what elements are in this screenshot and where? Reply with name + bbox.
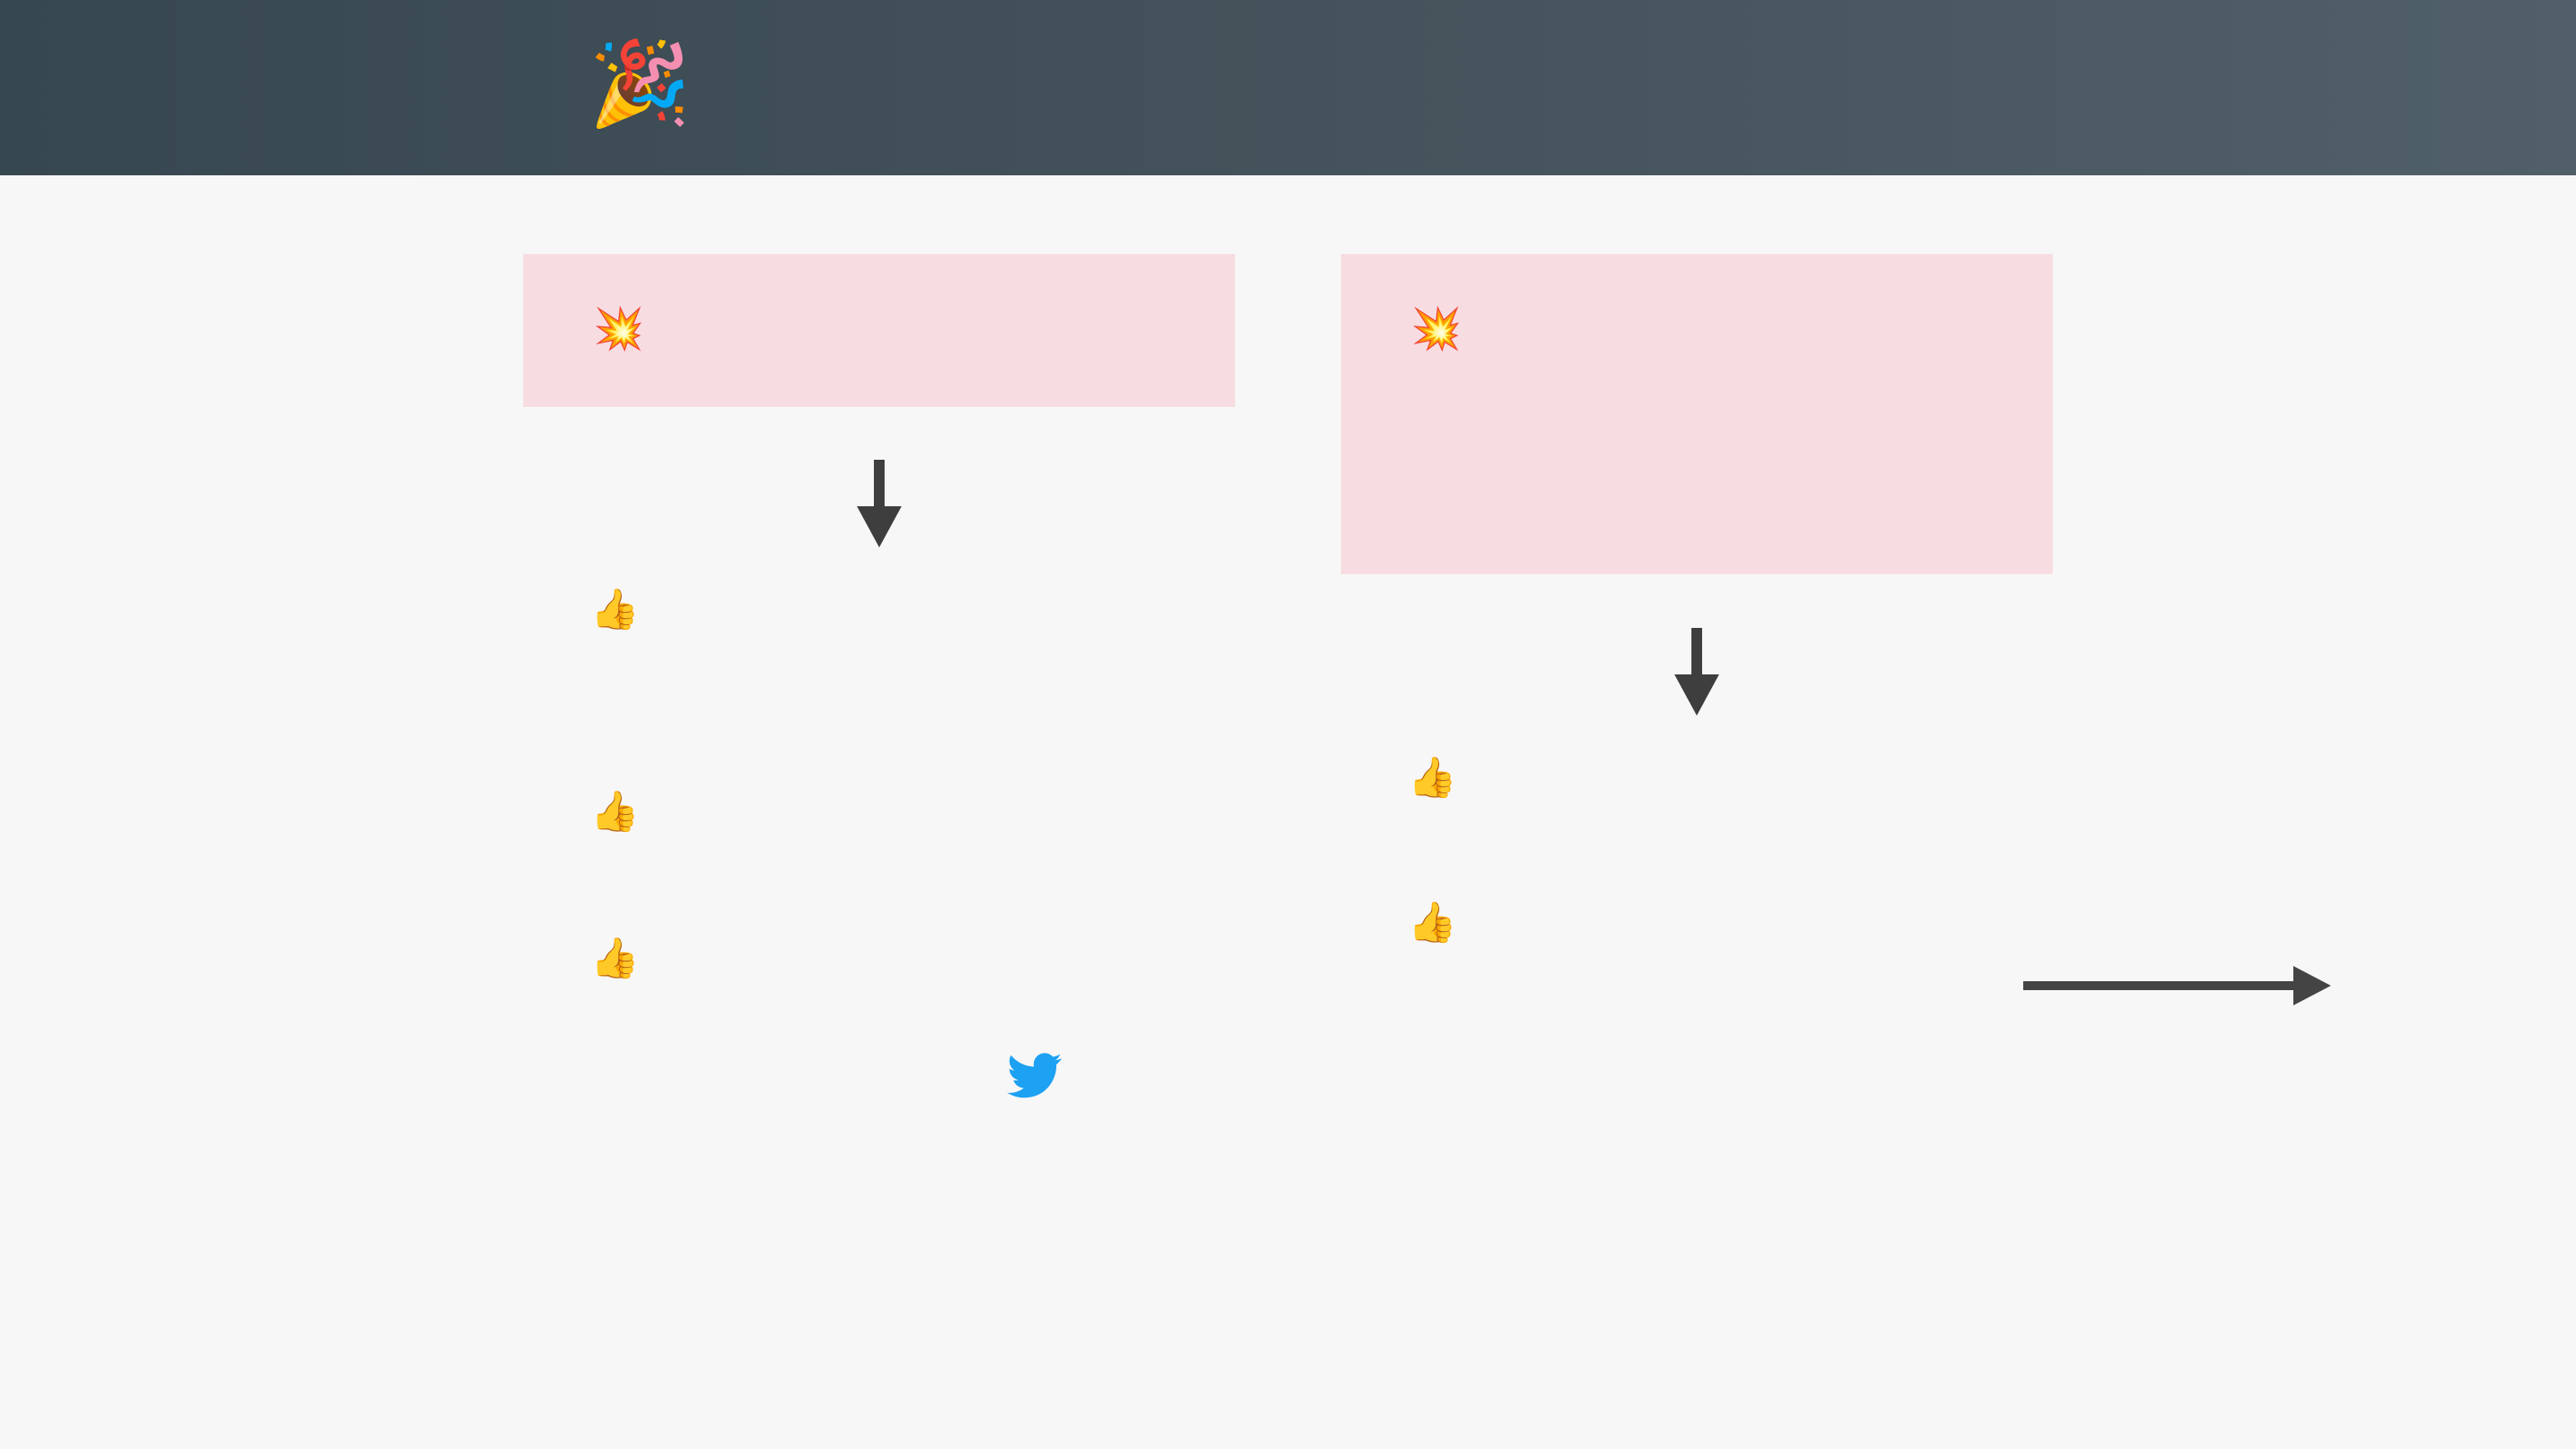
thumbs-up-icon: 👍 — [590, 587, 640, 632]
collision-icon: 💥 — [1411, 304, 1462, 352]
down-arrow-icon — [857, 460, 902, 549]
thumbs-up-icon: 👍 — [1408, 900, 1457, 945]
thumbs-up-icon: 👍 — [590, 789, 640, 835]
thumbs-up-icon: 👍 — [1408, 755, 1457, 801]
callout-box-left: 💥 — [523, 254, 1235, 407]
header-bar: 🎉 — [0, 0, 2576, 175]
thumbs-up-icon: 👍 — [590, 936, 640, 981]
party-popper-icon: 🎉 — [589, 36, 691, 131]
arrow-right-icon[interactable] — [2023, 966, 2331, 1005]
down-arrow-icon — [1674, 628, 1719, 717]
callout-box-right: 💥 — [1341, 254, 2053, 574]
collision-icon: 💥 — [593, 304, 645, 352]
twitter-icon[interactable] — [1007, 1052, 1063, 1100]
